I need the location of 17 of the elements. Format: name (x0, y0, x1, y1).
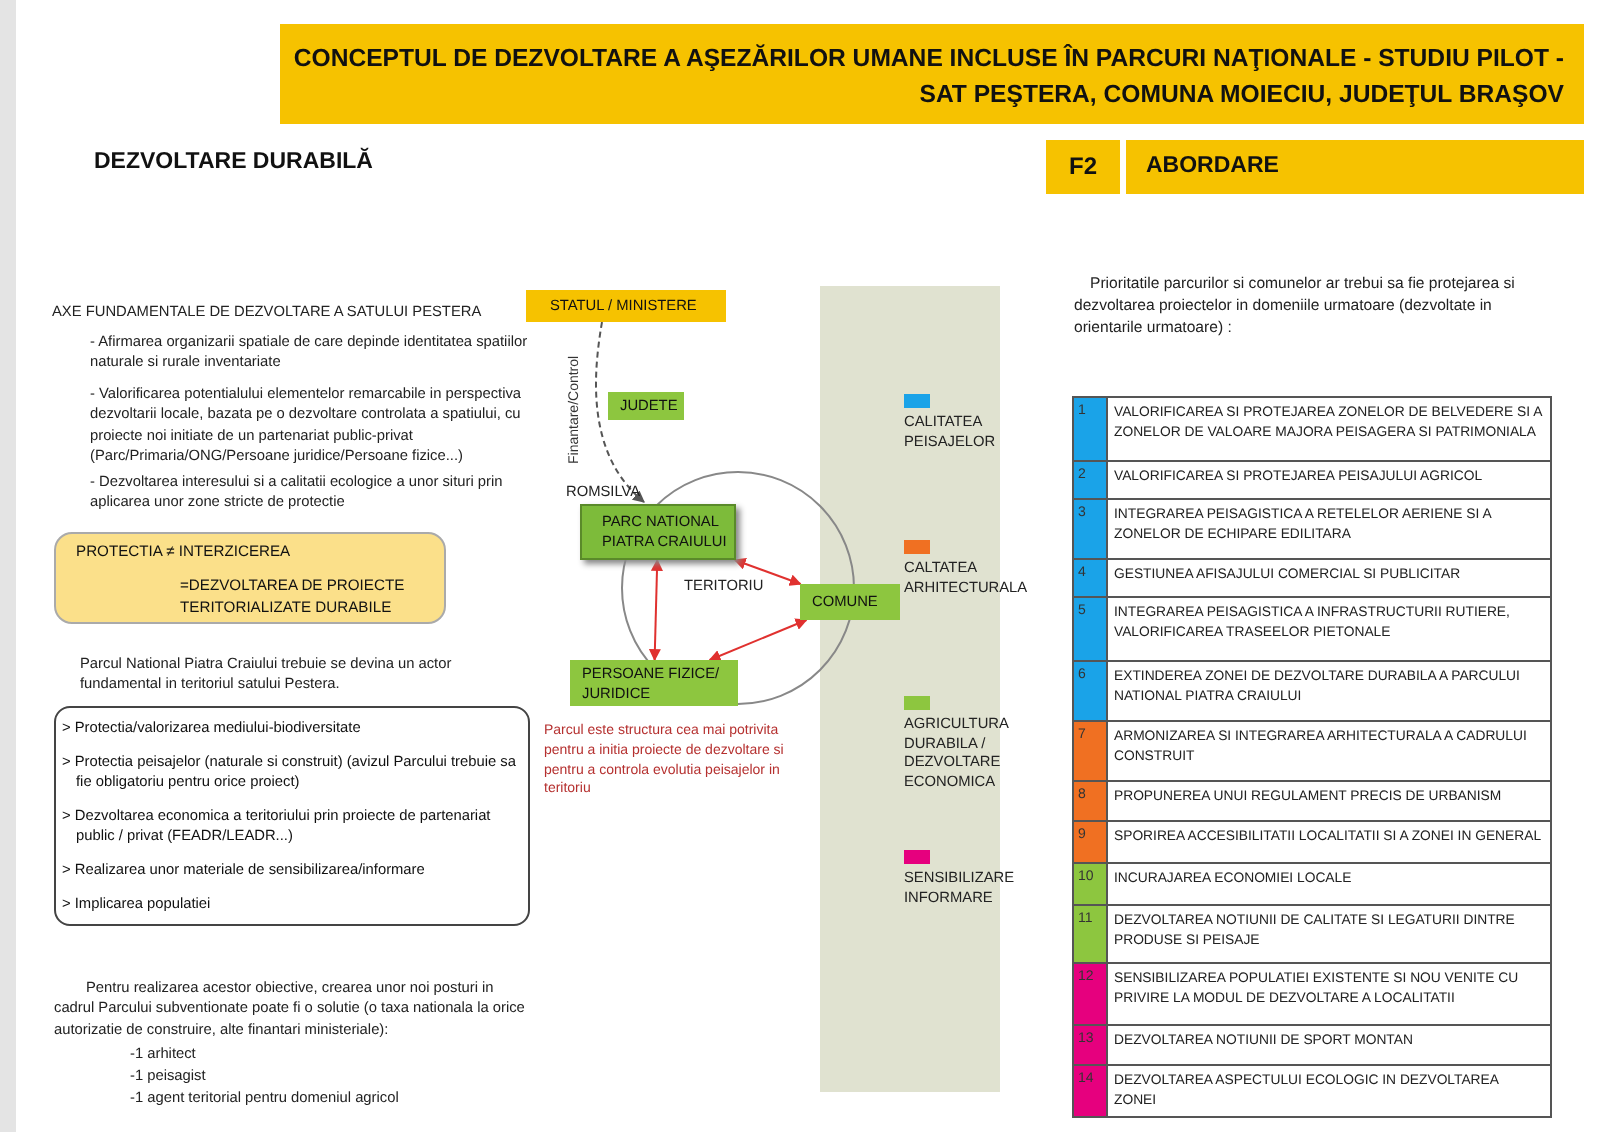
actor-box (800, 584, 900, 620)
objectives-box (54, 706, 530, 926)
double-arrow (708, 618, 808, 662)
title-banner: CONCEPTUL DE DEZVOLTARE A AŞEZĂRILOR UMANE INCLUSE ÎN PARCURI NAŢIONALE - STUDIU PILOT - SAT PEŞTERA, COMUNA MOIECIU, JUDEŢUL BRAŞOV (280, 24, 1584, 124)
section-band (1126, 140, 1584, 194)
actor-box (526, 290, 726, 322)
section-tag (1046, 140, 1126, 194)
actor-box (608, 392, 684, 420)
section-heading: DEZVOLTARE DURABILĂ (94, 150, 373, 174)
double-arrow (733, 558, 802, 586)
double-arrow (648, 558, 663, 662)
node-label: ABORDARE (1146, 151, 1279, 182)
dashed-arrow (595, 321, 645, 503)
note-box (54, 532, 446, 624)
node-label: F2 (1068, 150, 1097, 184)
actor-box (570, 660, 738, 706)
actor-box (580, 504, 736, 560)
